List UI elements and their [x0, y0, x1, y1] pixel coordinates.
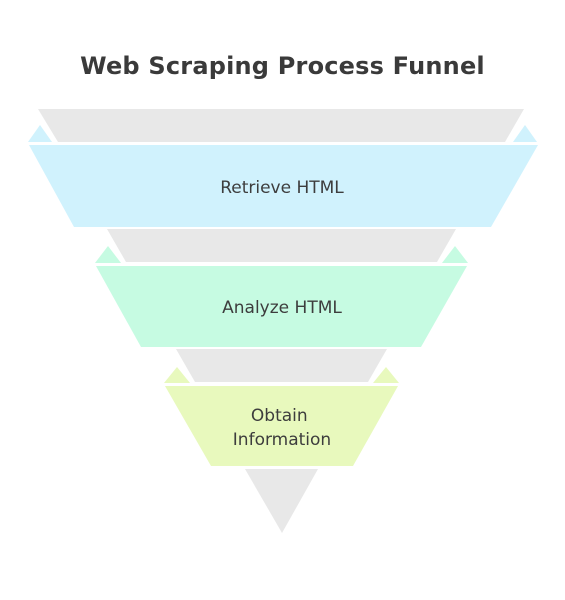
stage-1-band	[29, 145, 538, 227]
stage-2-band	[96, 266, 467, 347]
funnel-stage-retrieve-html: Retrieve HTML	[28, 109, 538, 227]
stage-3-label: Obtain Information	[233, 406, 331, 450]
funnel-tip	[245, 469, 318, 533]
stage-3-back-band	[176, 349, 387, 382]
stage-3-label-line-2: Information	[233, 430, 331, 450]
stage-2-left-ear	[95, 246, 121, 263]
stage-1-back-band	[38, 109, 524, 142]
stage-3-left-ear	[164, 367, 190, 383]
stage-1-label-line-1: Retrieve HTML	[220, 178, 344, 198]
stage-1-left-ear	[28, 125, 52, 142]
stage-1-right-ear	[513, 125, 537, 142]
stage-3-label-line-1: Obtain	[251, 406, 308, 426]
stage-2-right-ear	[442, 246, 468, 263]
stage-1-label: Retrieve HTML	[220, 178, 344, 198]
diagram-title: Web Scraping Process Funnel	[80, 52, 485, 80]
stage-3-right-ear	[373, 367, 399, 383]
stage-2-back-band	[107, 229, 456, 262]
stage-2-label: Analyze HTML	[222, 298, 342, 318]
funnel-stage-obtain-information: Obtain Information	[164, 349, 399, 466]
funnel-stage-analyze-html: Analyze HTML	[95, 229, 468, 347]
stage-2-label-line-1: Analyze HTML	[222, 298, 342, 318]
stage-3-band	[165, 386, 398, 466]
